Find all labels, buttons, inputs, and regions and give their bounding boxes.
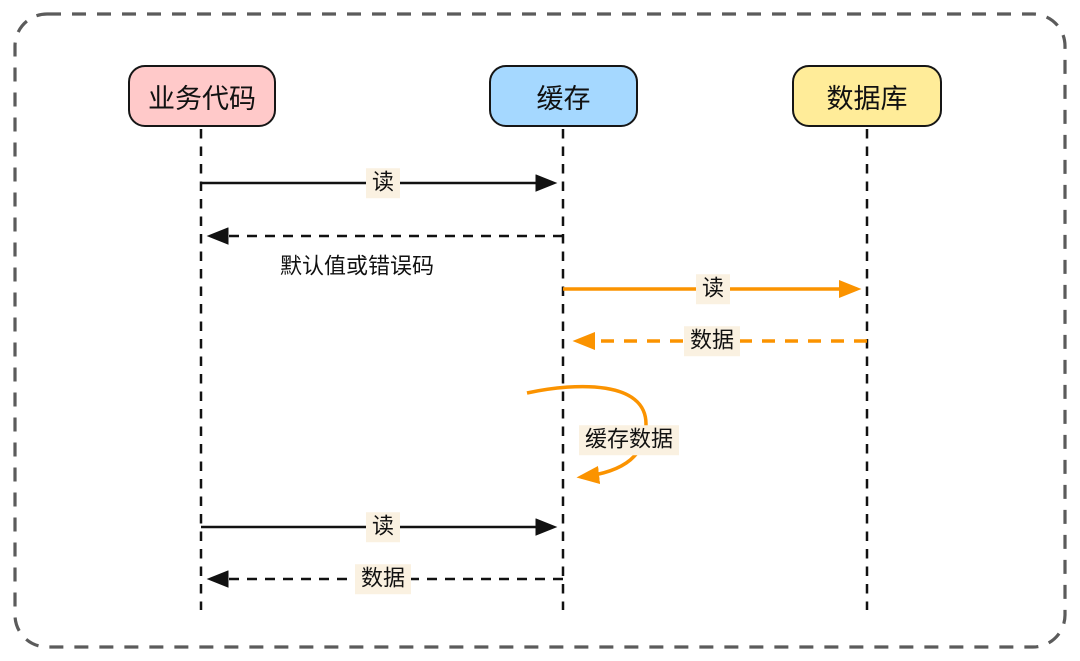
message-label-data-1: 数据	[683, 326, 741, 356]
actor-database-label: 数据库	[826, 83, 908, 115]
message-label-default-or-error: 默认值或错误码	[279, 254, 435, 280]
actor-database: 数据库	[792, 65, 942, 127]
actor-cache-label: 缓存	[536, 83, 591, 115]
diagram-dashed-border	[13, 12, 1067, 649]
message-label-data-2: 数据	[354, 564, 412, 594]
actor-business-code: 业务代码	[128, 65, 276, 127]
message-label-read-2: 读	[695, 274, 731, 304]
actor-cache: 缓存	[489, 65, 638, 127]
arrow-self-loop-cache	[526, 384, 648, 485]
message-label-read-1: 读	[365, 168, 401, 198]
actor-business-code-label: 业务代码	[148, 83, 256, 115]
message-label-read-3: 读	[365, 512, 401, 542]
message-label-cache-data: 缓存数据	[578, 425, 680, 455]
